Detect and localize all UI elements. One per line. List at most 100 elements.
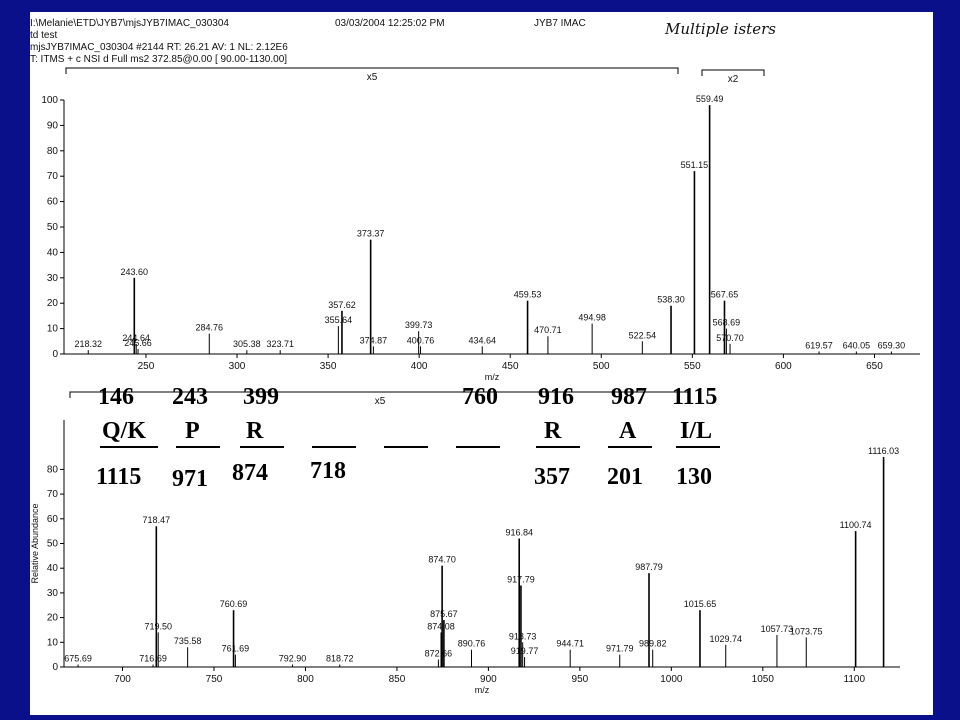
bottom-peak-label: 735.58: [174, 636, 202, 646]
bottom-peak-label: 818.72: [326, 654, 354, 664]
bottom-x-tick-label: 750: [206, 674, 223, 685]
bottom-peak-label: 919.77: [511, 646, 539, 656]
residue-blank-1: [312, 446, 356, 448]
top-peak-label: 374.87: [360, 335, 388, 345]
top-y-tick-label: 10: [47, 324, 59, 335]
top-mass-243: 243: [172, 384, 208, 410]
bottom-peak-label: 719.50: [144, 621, 172, 631]
scan-title: td test: [30, 30, 58, 41]
bottom-peak-label: 872.66: [425, 649, 453, 659]
top-mass-916: 916: [538, 384, 574, 410]
top-peak-label: 355.64: [325, 315, 353, 325]
bottom-x-tick-label: 900: [480, 674, 497, 685]
scan-info: mjsJYB7IMAC_030304 #2144 RT: 26.21 AV: 1…: [30, 42, 288, 53]
residue-r-2: R: [544, 418, 562, 444]
residue-underline-2: [176, 446, 220, 448]
top-peak-label: 538.30: [657, 295, 685, 305]
top-peak-label: 551.15: [681, 160, 709, 170]
bottom-y-tick-label: 20: [47, 613, 59, 624]
bottom-peak-label: 760.69: [220, 599, 248, 609]
residue-underline-8: [608, 446, 652, 448]
top-peak-label: 373.37: [357, 229, 385, 239]
top-peak-label: 567.65: [711, 290, 739, 300]
handwritten-note: Multiple isters: [665, 20, 776, 38]
top-x-tick-label: 350: [320, 361, 337, 372]
bottom-x-tick-label: 700: [114, 674, 131, 685]
bottom-peak-label: 1029.74: [709, 634, 742, 644]
bottom-peak-label: 989.82: [639, 639, 667, 649]
bottom-y-axis-title: Relative Abundance: [30, 503, 40, 583]
scan-filter: T: ITMS + c NSI d Full ms2 372.85@0.00 […: [30, 54, 288, 65]
bottom-y-tick-label: 60: [47, 514, 59, 525]
top-peak-label: 568.69: [713, 318, 741, 328]
top-mass-1115: 1115: [672, 384, 718, 410]
bottom-mass-1115: 1115: [96, 464, 142, 490]
bottom-peak-label: 987.79: [635, 562, 663, 572]
top-mass-987: 987: [611, 384, 647, 410]
bottom-peak-label: 1015.65: [684, 599, 717, 609]
top-x-tick-label: 600: [775, 361, 792, 372]
bottom-peak-label: 918.73: [509, 631, 537, 641]
bottom-y-tick-label: 30: [47, 588, 59, 599]
bottom-peak-label: 890.76: [458, 639, 486, 649]
bottom-peak-label: 675.69: [64, 654, 92, 664]
top-peak-label: 619.57: [805, 340, 833, 350]
bottom-zoom-x5-label: x5: [375, 396, 386, 407]
bottom-peak-label: 1100.74: [840, 520, 872, 530]
top-peak-label: 570.70: [716, 333, 744, 343]
bottom-y-tick-label: 40: [47, 563, 59, 574]
top-peak-label: 284.76: [195, 323, 223, 333]
top-peak-label: 399.73: [405, 320, 433, 330]
top-peak-label: 357.62: [328, 300, 356, 310]
residue-underline-1: [100, 446, 158, 448]
top-peak-label: 659.30: [878, 340, 906, 350]
file-path: I:\Melanie\ETD\JYB7\mjsJYB7IMAC_030304: [30, 18, 229, 29]
bottom-mass-874: 874: [232, 460, 268, 486]
top-peak-label: 434.64: [468, 335, 496, 345]
residue-p: P: [185, 418, 200, 444]
bottom-x-tick-label: 1050: [752, 674, 775, 685]
acquisition-datetime: 03/03/2004 12:25:02 PM: [335, 18, 445, 29]
residue-q-k: Q/K: [102, 418, 147, 444]
bottom-x-axis-title: m/z: [475, 685, 490, 695]
bottom-mass-718: 718: [310, 458, 346, 484]
bottom-x-tick-label: 1100: [844, 674, 866, 685]
bottom-y-tick-label: 70: [47, 489, 59, 500]
top-mass-146: 146: [98, 384, 134, 410]
top-zoom-x2-label: x2: [728, 74, 739, 85]
bottom-peak-label: 971.79: [606, 644, 634, 654]
top-peak-label: 494.98: [578, 313, 606, 323]
top-mass-399: 399: [243, 384, 279, 410]
bottom-peak-label: 874.08: [427, 621, 455, 631]
residue-blank-3: [456, 446, 500, 448]
top-peak-label: 244.64: [122, 333, 150, 343]
bottom-x-tick-label: 800: [297, 674, 314, 685]
residue-blank-2: [384, 446, 428, 448]
residue-a: A: [619, 418, 637, 444]
top-x-tick-label: 400: [411, 361, 428, 372]
top-peak-label: 323.71: [266, 339, 294, 349]
top-peak-label: 400.76: [407, 335, 435, 345]
top-mass-760: 760: [462, 384, 498, 410]
top-x-tick-label: 500: [593, 361, 610, 372]
top-peak-label: 218.32: [74, 339, 102, 349]
top-y-tick-label: 0: [52, 349, 58, 360]
top-peak-label: 243.60: [121, 267, 149, 277]
bottom-mass-971: 971: [172, 466, 208, 492]
bottom-y-tick-label: 0: [52, 662, 58, 673]
top-zoom-x2-bracket: [701, 69, 765, 76]
residue-underline-9: [676, 446, 720, 448]
bottom-zoom-x5-bracket: [69, 391, 691, 398]
top-y-tick-label: 50: [47, 222, 59, 233]
top-peak-label: 470.71: [534, 325, 562, 335]
bottom-y-tick-label: 80: [47, 464, 59, 475]
bottom-peak-label: 1073.75: [790, 626, 823, 636]
bottom-peak-label: 1116.03: [868, 446, 899, 456]
top-peak-label: 640.05: [843, 340, 871, 350]
bottom-mass-130: 130: [676, 464, 712, 490]
bottom-mass-357: 357: [534, 464, 570, 490]
top-peak-label: 459.53: [514, 290, 542, 300]
bottom-peak-label: 874.70: [428, 555, 456, 565]
